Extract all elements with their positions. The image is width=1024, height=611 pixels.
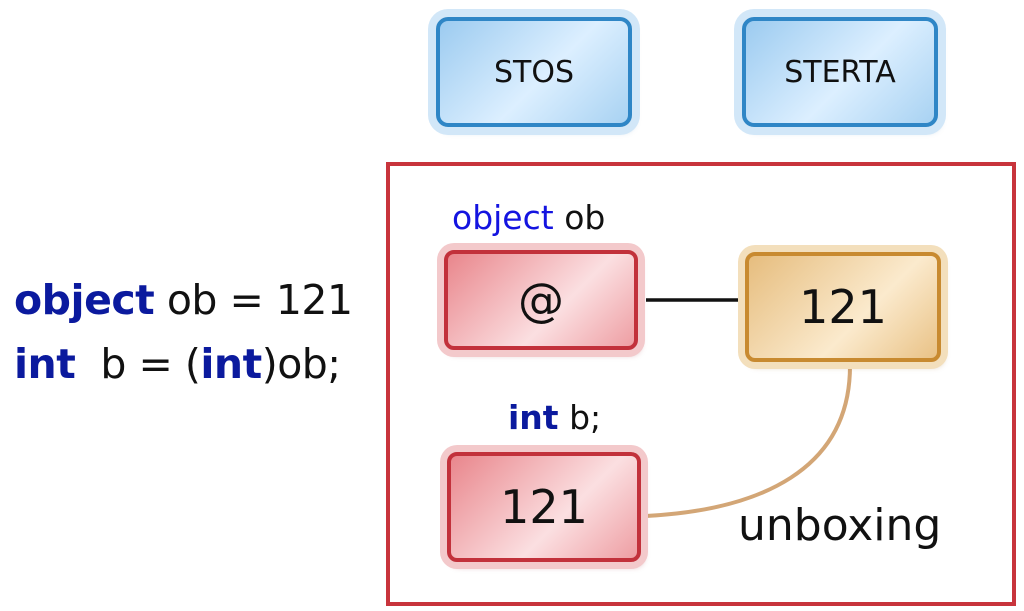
stack-header-label: STOS (493, 54, 575, 90)
code-line-2-rest: )ob; (261, 340, 341, 388)
b-label: int b; (508, 398, 601, 437)
ob-label-rest: ob (553, 198, 606, 237)
unboxing-label: unboxing (738, 500, 942, 551)
stack-header: STOS (436, 17, 632, 127)
code-keyword-int-1: int (14, 340, 76, 388)
ob-reference-box: @ (444, 250, 638, 350)
ob-reference-value: @ (518, 273, 564, 327)
heap-boxed-value: 121 (799, 280, 887, 334)
code-keyword-int-2: int (200, 340, 262, 388)
code-line-1-rest: ob = 121 (154, 276, 353, 324)
heap-header-label: STERTA (784, 54, 896, 90)
unboxing-curve (645, 365, 852, 518)
b-value-box: 121 (447, 452, 641, 562)
b-value: 121 (500, 480, 588, 534)
code-line-2: int b = (int)ob; (14, 340, 341, 388)
ob-label: object ob (452, 198, 605, 237)
code-line-1: object ob = 121 (14, 276, 353, 324)
heap-boxed-value-box: 121 (745, 252, 941, 362)
ob-label-keyword: object (452, 198, 554, 237)
memory-frame (386, 162, 1016, 606)
heap-header: STERTA (742, 17, 938, 127)
code-line-2-middle: b = ( (75, 340, 201, 388)
b-label-keyword: int (508, 398, 559, 437)
code-keyword-object: object (14, 276, 155, 324)
b-label-rest: b; (558, 398, 602, 437)
